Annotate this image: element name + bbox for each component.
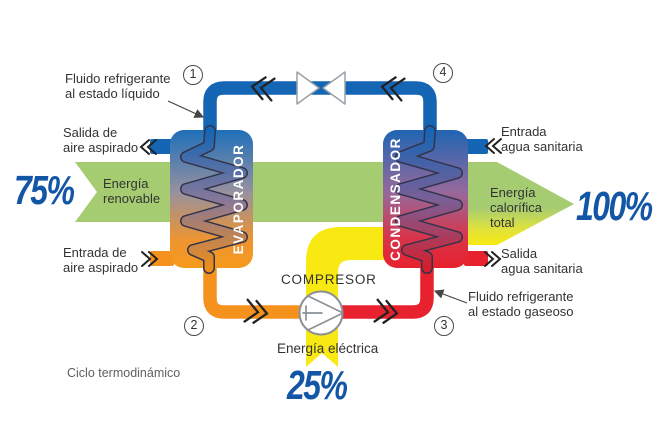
water-out-stub bbox=[464, 251, 488, 266]
refrigerant-gas-label: Fluido refrigerante al estado gaseoso bbox=[468, 289, 574, 319]
air-out-label: Salida de aire aspirado bbox=[63, 125, 139, 155]
condenser-label: CONDENSADOR bbox=[388, 137, 403, 261]
renewable-percentage: 75% bbox=[14, 167, 75, 213]
gas-refrigerant-pipe bbox=[321, 262, 434, 319]
air-in-stub bbox=[150, 251, 174, 266]
heat-total-label: Energía calorífica total bbox=[490, 185, 543, 230]
expansion-valve-icon bbox=[296, 71, 346, 105]
air-out-stub bbox=[150, 139, 174, 154]
chevron-right-red-pipe-icon bbox=[373, 298, 399, 324]
compressor-icon bbox=[298, 290, 344, 336]
gas-label-arrow bbox=[433, 289, 468, 304]
electric-percentage: 25% bbox=[287, 362, 348, 408]
compressor-label: COMPRESOR bbox=[281, 272, 377, 287]
heat-percentage: 100% bbox=[576, 183, 653, 229]
air-in-label: Entrada de aire aspirado bbox=[63, 245, 139, 275]
liquid-label-arrow bbox=[167, 100, 205, 118]
chevron-air-in-icon bbox=[141, 251, 159, 267]
electric-energy-label: Energía eléctrica bbox=[277, 341, 379, 356]
evaporator-coil bbox=[180, 125, 248, 274]
chevron-air-out-icon bbox=[139, 139, 157, 155]
renewable-energy-label: Energía renovable bbox=[103, 176, 161, 206]
liquid-refrigerant-pipe bbox=[203, 81, 437, 136]
step-4-badge: 4 bbox=[433, 63, 453, 83]
chevron-left-top-pipe2-icon bbox=[380, 76, 406, 102]
step-2-badge: 2 bbox=[184, 316, 204, 336]
water-out-label: Salida agua sanitaria bbox=[501, 246, 583, 276]
evaporator-label: EVAPORADOR bbox=[231, 143, 246, 255]
refrigerant-liquid-label: Fluido refrigerante al estado líquido bbox=[65, 71, 171, 101]
step-1-badge: 1 bbox=[183, 65, 203, 85]
step-3-badge: 3 bbox=[434, 316, 454, 336]
chevron-left-top-pipe-icon bbox=[250, 76, 276, 102]
diagram-caption: Ciclo termodinámico bbox=[67, 366, 181, 380]
water-in-stub bbox=[464, 139, 488, 154]
chevron-water-out-icon bbox=[484, 251, 502, 267]
water-in-label: Entrada agua sanitaria bbox=[501, 124, 583, 154]
suction-refrigerant-pipe bbox=[203, 262, 321, 319]
chevron-water-in-icon bbox=[484, 138, 502, 154]
condenser-coil bbox=[395, 125, 463, 274]
chevron-right-orange-pipe-icon bbox=[243, 298, 269, 324]
